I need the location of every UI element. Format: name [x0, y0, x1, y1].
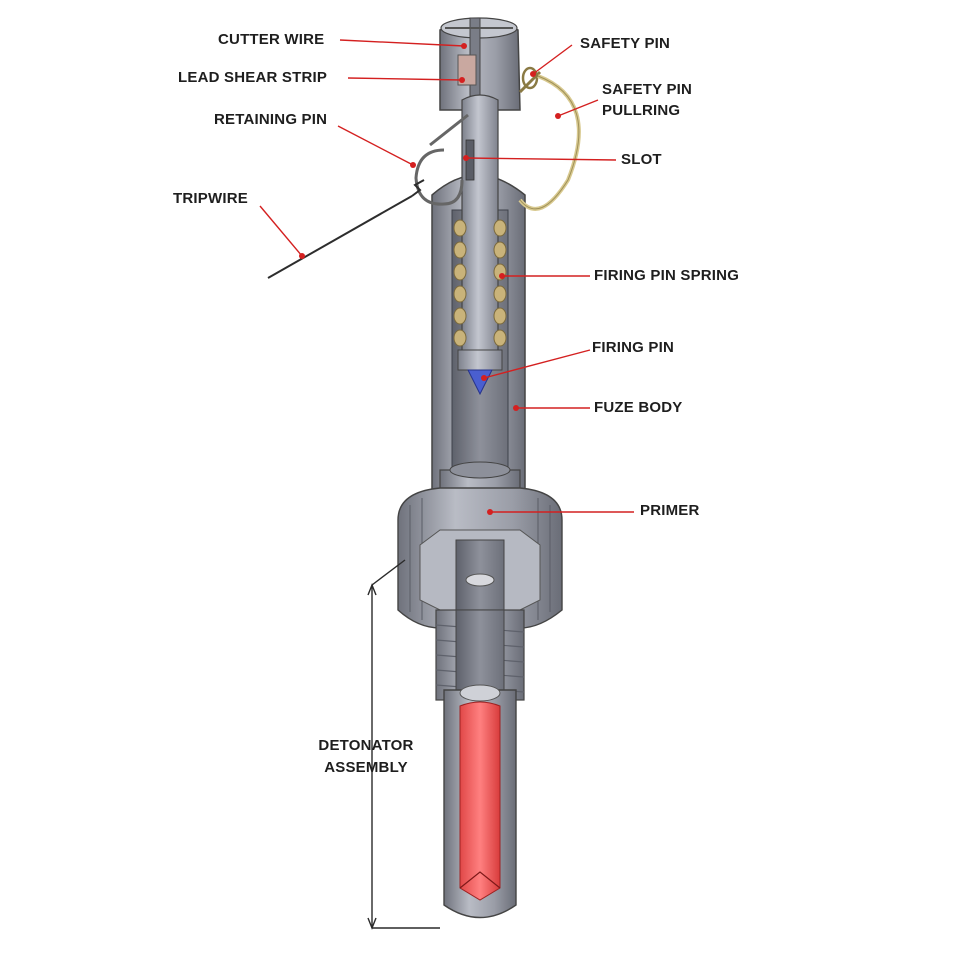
- detonator-charge: [459, 701, 501, 901]
- safety-pin-pullring: [518, 66, 581, 211]
- tripwire: [267, 179, 425, 279]
- label-cutter-wire: CUTTER WIRE: [218, 31, 325, 48]
- leader-cutter-wire: [339, 39, 465, 47]
- firing-pin-shaft: [461, 94, 499, 356]
- label-firing-pin: FIRING PIN: [592, 339, 675, 356]
- leader-lines: [259, 39, 634, 513]
- leader-retaining-pin: [337, 125, 414, 166]
- leader-lead-shear-strip: [347, 77, 463, 81]
- label-retaining-pin: RETAINING PIN: [214, 111, 328, 128]
- label-lead-shear-strip: LEAD SHEAR STRIP: [178, 69, 328, 86]
- retaining-pin: [414, 113, 469, 206]
- detonator-dimension-bracket: [367, 559, 440, 930]
- label-tripwire: TRIPWIRE: [173, 190, 248, 207]
- label-primer: PRIMER: [640, 502, 700, 519]
- label-safety-pin-pullring-line2: PULLRING: [602, 102, 681, 119]
- label-safety-pin-pullring-line1: SAFETY PIN: [602, 81, 693, 98]
- threaded-shank: [435, 609, 525, 701]
- leader-safety-pin-pullring: [557, 99, 599, 117]
- firing-pin-spring: [453, 219, 507, 347]
- label-safety-pin: SAFETY PIN: [580, 35, 671, 52]
- leader-safety-pin: [532, 44, 573, 75]
- collar-nut: [397, 487, 563, 629]
- leader-dots: [299, 43, 561, 515]
- leader-tripwire: [259, 205, 303, 257]
- label-detonator-assembly-line1: DETONATOR: [318, 737, 414, 754]
- leader-slot: [465, 157, 617, 161]
- label-fuze-body: FUZE BODY: [594, 399, 683, 416]
- label-firing-pin-spring: FIRING PIN SPRING: [594, 267, 740, 284]
- label-slot: SLOT: [621, 151, 662, 168]
- label-detonator-assembly-line2: ASSEMBLY: [324, 759, 408, 776]
- leader-firing-pin: [483, 349, 591, 379]
